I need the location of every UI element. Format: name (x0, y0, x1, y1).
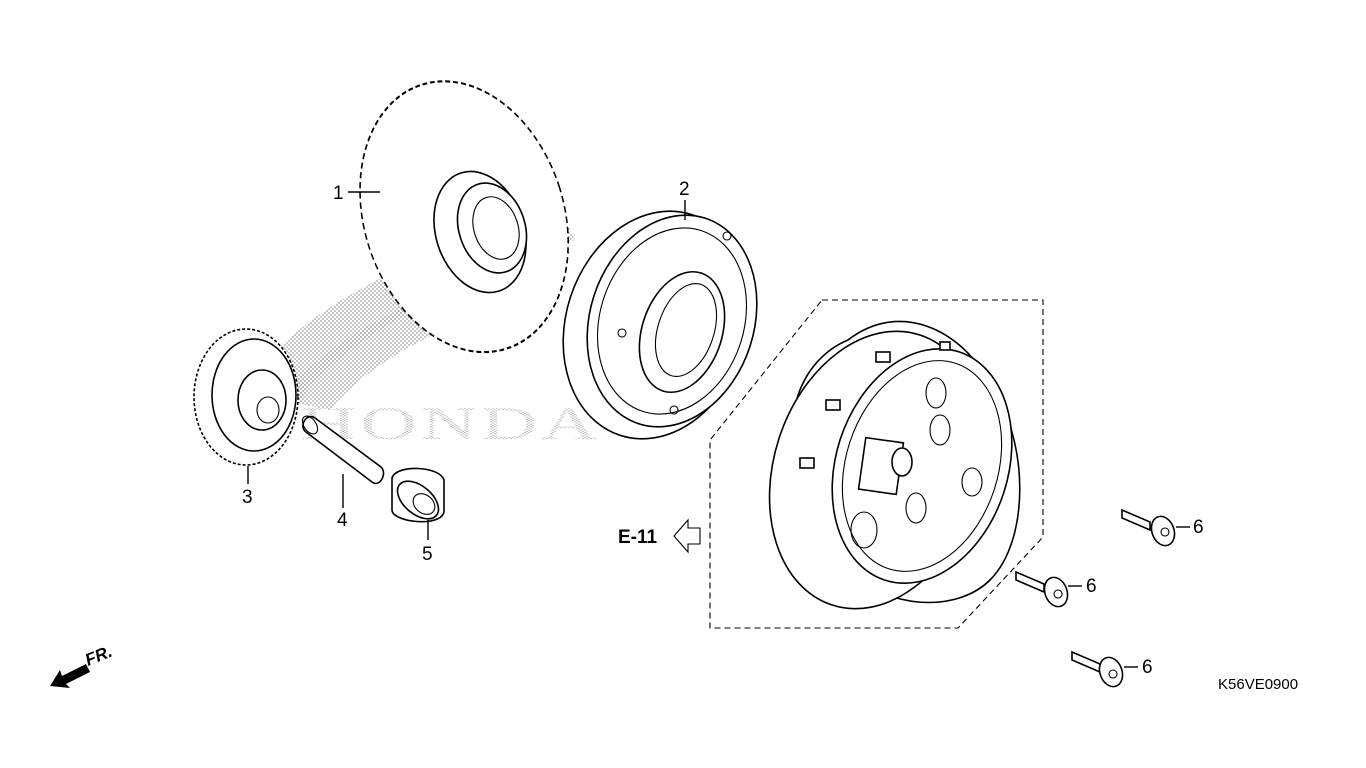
reduction-gear (193, 328, 299, 466)
flange-bolt-1 (1121, 508, 1176, 547)
diagram-code: K56VE0900 (1218, 676, 1298, 693)
starter-driven-gear (359, 80, 569, 354)
cross-reference-label: E-11 (618, 527, 658, 548)
callout-4: 4 (337, 510, 348, 531)
flywheel (768, 320, 1021, 610)
callout-2: 2 (679, 179, 690, 200)
callout-5: 5 (422, 544, 433, 565)
callout-3: 3 (242, 487, 253, 508)
callout-6c: 6 (1142, 657, 1153, 678)
front-indicator: FR. (50, 642, 115, 688)
watermark-text: HONDA (300, 398, 602, 450)
gear-shaft (301, 415, 385, 485)
flange-bolt-3 (1071, 650, 1124, 688)
cross-reference: E-11 (618, 518, 701, 554)
collar (391, 467, 445, 523)
flange-bolt-2 (1015, 570, 1069, 608)
callout-6b: 6 (1086, 576, 1097, 597)
front-indicator-label: FR. (82, 642, 115, 670)
callout-6a: 6 (1193, 517, 1204, 538)
callout-1: 1 (333, 183, 344, 204)
flywheel-group (709, 299, 1044, 629)
starter-clutch (562, 210, 758, 440)
left-arrow-icon (673, 518, 701, 554)
front-arrow-icon (50, 664, 90, 688)
